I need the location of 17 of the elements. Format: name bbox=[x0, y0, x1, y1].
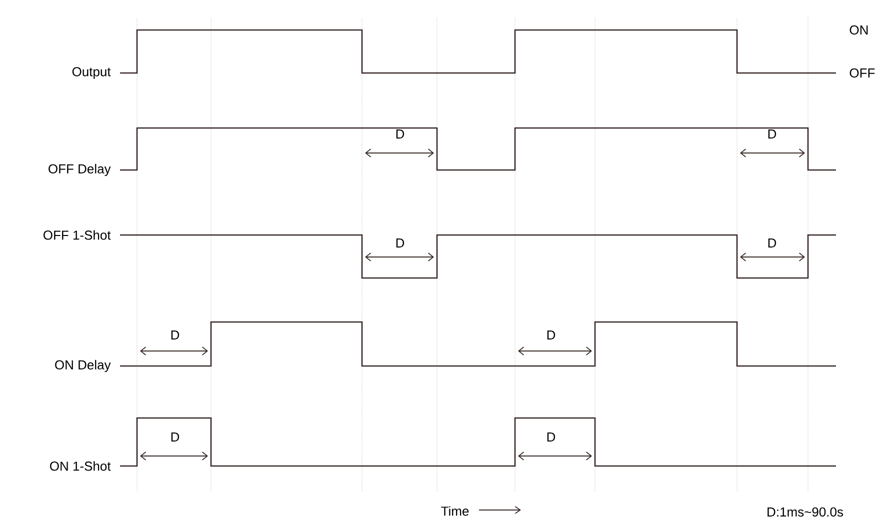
range-note: D:1ms~90.0s bbox=[768, 507, 843, 517]
duration-label: D bbox=[171, 330, 180, 340]
signal-name: ON 1-Shot bbox=[50, 461, 111, 471]
state-label: ON bbox=[850, 25, 868, 35]
signal-name: OFF Delay bbox=[48, 164, 111, 176]
duration-label: D bbox=[547, 330, 556, 340]
duration-label: D bbox=[396, 130, 404, 138]
duration-label: D bbox=[396, 238, 404, 248]
signal-name: OFF 1-Shot bbox=[44, 230, 111, 240]
duration-label: D bbox=[547, 432, 556, 442]
state-label: OFF bbox=[850, 68, 875, 78]
signal-name: ON Delay bbox=[55, 360, 111, 372]
signal-name: Output bbox=[72, 67, 111, 79]
duration-label: D bbox=[768, 238, 776, 248]
duration-label: D bbox=[768, 130, 776, 138]
axis-label: Time bbox=[441, 506, 469, 516]
duration-label: D bbox=[171, 432, 180, 442]
